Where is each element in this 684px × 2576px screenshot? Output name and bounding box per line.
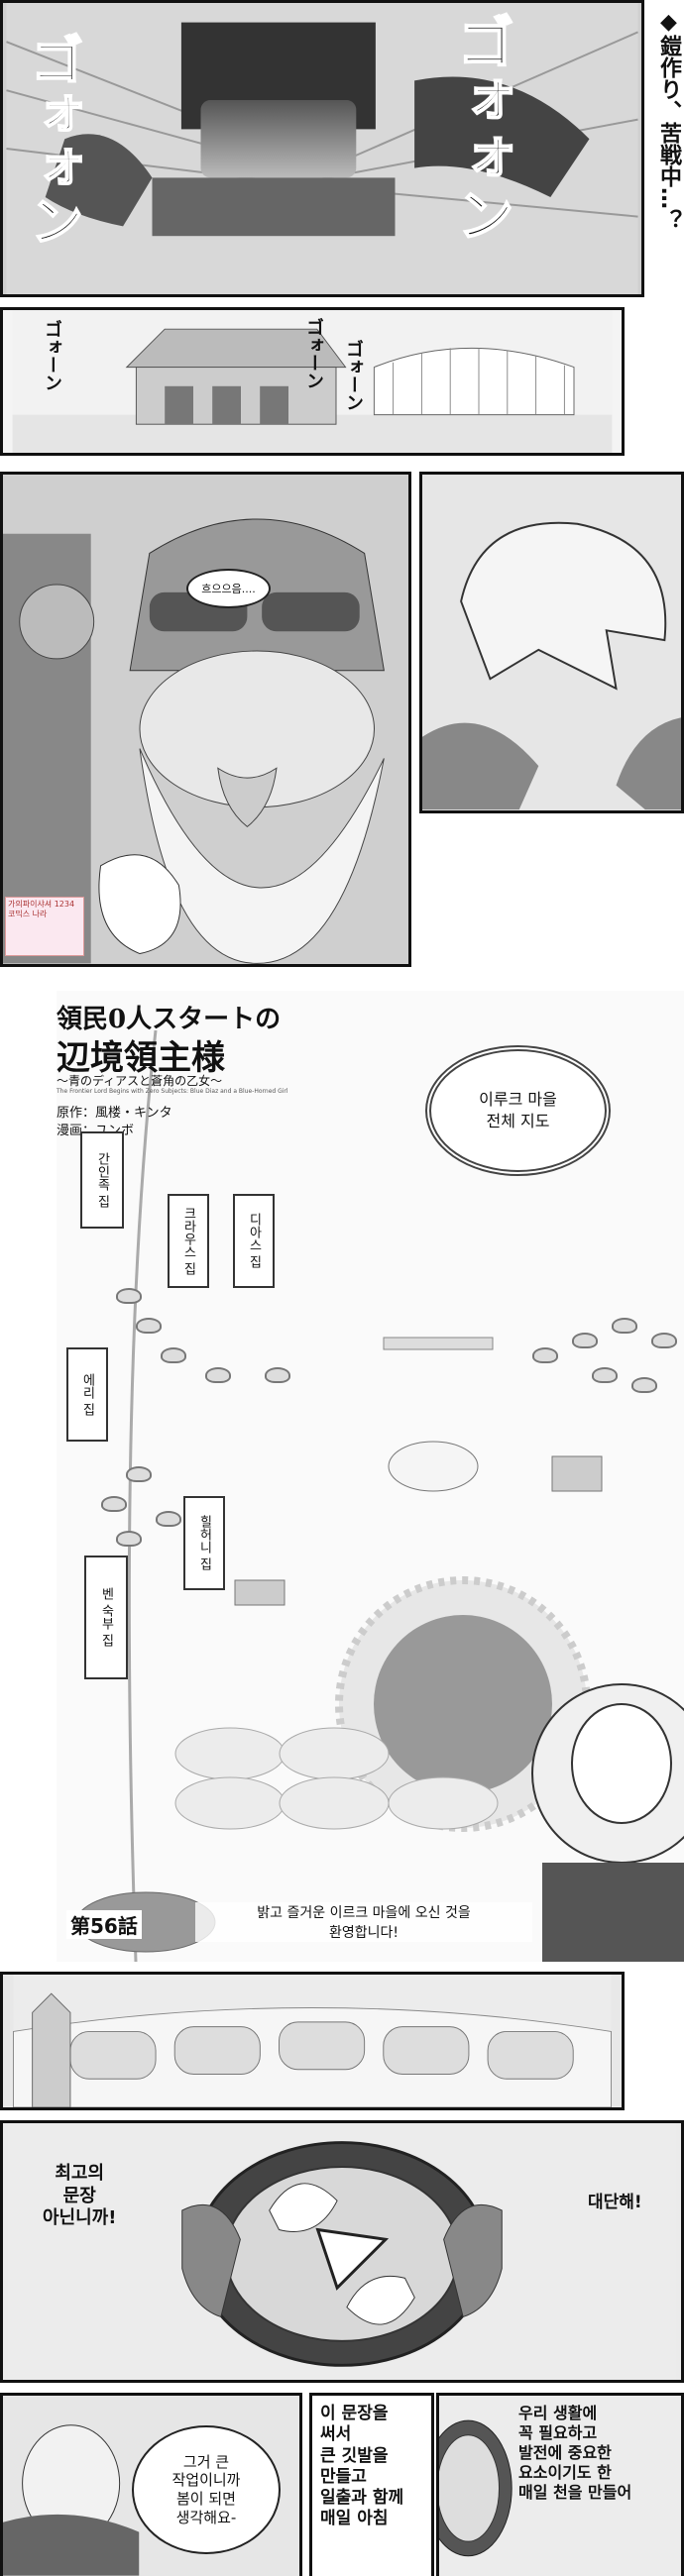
- dwarf-speech-bubble: 흐으으음....: [186, 569, 271, 608]
- sfx-village-3: ゴォーン: [343, 340, 364, 411]
- panel-village: ゴォーン ゴォーン ゴォーン: [0, 307, 625, 456]
- title-line-2: 辺境領主様: [57, 1038, 225, 1078]
- panel-emblem: 최고의 문장 아닌니까! 대단해!: [0, 2120, 684, 2383]
- subtitle: 〜青のディアスと蒼角の乙女〜: [57, 1074, 223, 1088]
- english-subtitle: The Frontier Lord Begins with Zero Subje…: [57, 1088, 288, 1095]
- house-label-dwarf: 간인족 집: [80, 1131, 124, 1229]
- emblem-speech-left: 최고의 문장 아닌니까!: [43, 2163, 117, 2228]
- forge-artwork: [6, 3, 638, 294]
- map-yurt: [651, 1333, 677, 1348]
- map-yurt: [116, 1288, 142, 1304]
- tent-artwork: [13, 1975, 612, 2107]
- sfx-left: ゴォォン: [20, 32, 84, 248]
- house-label-helheny: 힐허니 집: [183, 1496, 225, 1590]
- emblem-small-artwork: [439, 2419, 513, 2557]
- map-yurt: [572, 1333, 598, 1348]
- map-title-frame: 이루크 마을 전체 지도: [425, 1045, 611, 1176]
- speech-text-2: 이 문장을 써서 큰 깃발을 만들고 일출과 함께 매일 아침: [320, 2404, 404, 2529]
- panel-armor-piece: [419, 472, 684, 813]
- map-yurt: [156, 1511, 181, 1527]
- village-artwork: [12, 310, 613, 453]
- house-label-ben: 벤 숙부 집: [84, 1556, 128, 1679]
- dwarf-speech-text: 흐으으음....: [201, 583, 256, 595]
- speech-bubble-1: 그거 큰 작업이니까 봄이 되면 생각해요-: [132, 2425, 281, 2554]
- map-title: 이루크 마을 전체 지도: [479, 1089, 557, 1130]
- panel-title-page: 領民0人スタートの 辺境領主様 〜青のディアスと蒼角の乙女〜 The Front…: [57, 991, 684, 1962]
- episode-caption: ◆鎧作り、苦戦中…？: [656, 10, 681, 231]
- map-yurt: [205, 1367, 231, 1383]
- map-yurt: [126, 1466, 152, 1482]
- speech-text-1: 그거 큰 작업이니까 봄이 되면 생각해요-: [171, 2452, 241, 2526]
- map-yurt: [265, 1367, 290, 1383]
- panel-bottom-mid: 이 문장을 써서 큰 깃발을 만들고 일출과 함께 매일 아침: [309, 2393, 434, 2576]
- house-label-diaz: 디아스 집: [233, 1194, 275, 1288]
- map-yurt: [631, 1377, 657, 1393]
- panel-dwarf: 흐으으음....: [0, 472, 411, 967]
- house-label-eri: 에리 집: [66, 1347, 108, 1442]
- map-yurt: [592, 1367, 618, 1383]
- scan-watermark: 가의파이샤셔 1234 코믹스 나라: [5, 897, 84, 956]
- map-yurt: [161, 1347, 186, 1363]
- armor-piece-artwork: [422, 475, 681, 810]
- map-yurt: [532, 1347, 558, 1363]
- map-yurt: [116, 1531, 142, 1547]
- welcome-text: 밝고 즐거운 이르크 마을에 오신 것을 환영합니다!: [195, 1902, 532, 1942]
- map-yurt: [136, 1318, 162, 1334]
- scan-watermark-text: 가의파이샤셔 1234 코믹스 나라: [8, 900, 75, 918]
- sfx-village-1: ゴォーン: [42, 320, 62, 391]
- chapter-label: 第56話: [66, 1910, 142, 1939]
- panel-tent-interior: [0, 1972, 625, 2110]
- house-label-klaus: 크라우스 집: [168, 1194, 209, 1288]
- panel-bottom-left: 그거 큰 작업이니까 봄이 되면 생각해요-: [0, 2393, 302, 2576]
- sfx-village-2: ゴォーン: [303, 318, 324, 389]
- panel-forge: ゴォォン ゴォォン: [0, 0, 644, 297]
- speech-text-3: 우리 생활에 꼭 필요하고 발전에 중요한 요소이기도 한 매일 천을 만들어: [518, 2404, 632, 2502]
- panel-bottom-right: 우리 생활에 꼭 필요하고 발전에 중요한 요소이기도 한 매일 천을 만들어: [436, 2393, 684, 2576]
- emblem-speech-right: 대단해!: [588, 2193, 642, 2212]
- title-line-1: 領民0人スタートの: [57, 1005, 282, 1034]
- credit-original: 原作：風楼・キンタ: [57, 1106, 172, 1121]
- map-yurt: [612, 1318, 637, 1334]
- sfx-right: ゴォォン: [446, 12, 515, 244]
- emblem-artwork: [7, 2123, 677, 2380]
- map-yurt: [101, 1496, 127, 1512]
- dwarf-artwork: [3, 475, 408, 964]
